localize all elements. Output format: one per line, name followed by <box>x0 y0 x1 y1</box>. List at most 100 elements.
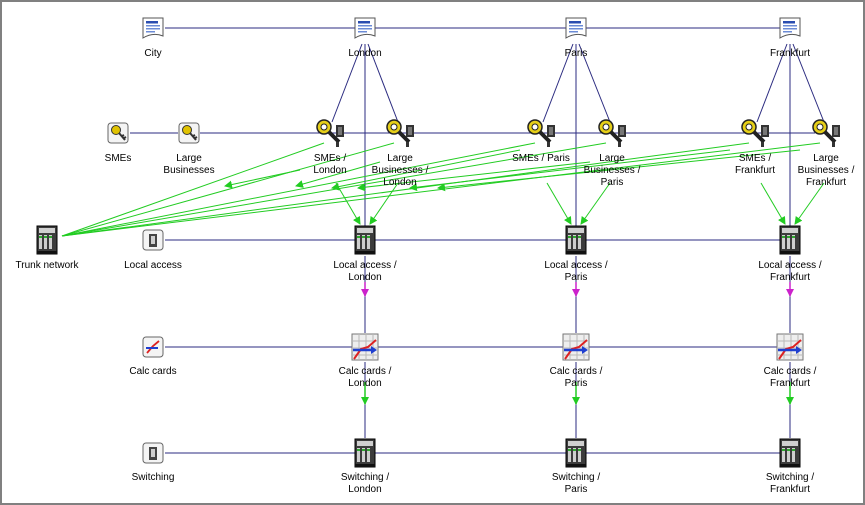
connector-line-38 <box>409 149 731 192</box>
node-label-line: Paris <box>564 484 588 495</box>
connector-line-24 <box>546 182 572 225</box>
node-label-line: Trunk network <box>15 260 79 271</box>
node-label-line: Frankfurt <box>734 165 776 176</box>
keys-icon[interactable] <box>597 118 628 149</box>
node-label-line: London <box>383 177 417 188</box>
node-label-trunk: Trunk network <box>16 260 79 272</box>
connector-line-22 <box>335 182 361 225</box>
node-label-line: Calc cards / <box>763 366 817 377</box>
node-label-line: Businesses / <box>583 165 641 176</box>
building-icon[interactable] <box>142 442 164 464</box>
node-label-smes: SMEs <box>105 153 132 165</box>
node-label-line: London <box>313 165 347 176</box>
node-label-line: Businesses / <box>797 165 855 176</box>
node-label-switch-fra: Switching /Frankfurt <box>766 472 814 496</box>
document-icon[interactable] <box>142 17 164 39</box>
key-icon[interactable] <box>107 122 129 144</box>
chart-small-icon[interactable] <box>142 336 164 358</box>
node-label-paris: Paris <box>565 48 588 60</box>
connector-line-26 <box>760 182 786 225</box>
node-label-line: Paris <box>564 272 588 283</box>
keys-icon[interactable] <box>315 118 346 149</box>
server-rack-icon[interactable] <box>779 438 801 468</box>
chart-icon[interactable] <box>775 332 805 362</box>
node-label-line: Calc cards <box>129 366 177 377</box>
node-label-smes-fra: SMEs /Frankfurt <box>735 153 775 177</box>
node-label-line: Frankfurt <box>769 378 811 389</box>
connector-line-14 <box>792 43 825 123</box>
node-label-local-par: Local access /Paris <box>544 260 607 284</box>
node-label-line: Frankfurt <box>805 177 847 188</box>
node-label-line: Frankfurt <box>769 48 811 59</box>
connector-line-23 <box>369 182 399 225</box>
node-label-line: London <box>348 272 382 283</box>
node-label-line: Switching / <box>551 472 601 483</box>
connector-line-8 <box>367 43 399 123</box>
node-label-line: Frankfurt <box>769 484 811 495</box>
server-rack-icon[interactable] <box>565 438 587 468</box>
node-label-line: Local access / <box>758 260 822 271</box>
node-label-frankfurt: Frankfurt <box>770 48 810 60</box>
server-rack-icon[interactable] <box>354 438 376 468</box>
node-label-line: Frankfurt <box>769 272 810 283</box>
connector-line-35 <box>295 161 381 188</box>
node-label-line: Local access <box>124 260 182 271</box>
chart-icon[interactable] <box>561 332 591 362</box>
node-label-line: SMEs / <box>738 153 772 164</box>
node-label-line: Paris <box>564 48 588 59</box>
node-label-switch-lon: Switching /London <box>341 472 389 496</box>
connector-line-13 <box>756 43 788 123</box>
building-icon[interactable] <box>142 229 164 251</box>
connector-line-10 <box>542 43 574 123</box>
node-label-line: Switching <box>131 472 175 483</box>
node-label-smes-lon: SMEs /London <box>313 153 346 177</box>
node-label-line: Businesses <box>163 165 215 176</box>
node-label-line: London <box>348 484 382 495</box>
key-icon[interactable] <box>178 122 200 144</box>
node-label-line: Local access / <box>333 260 397 271</box>
node-label-line: Large <box>599 153 625 164</box>
server-rack-icon[interactable] <box>36 225 58 255</box>
node-label-calc: Calc cards <box>129 366 176 378</box>
node-label-local: Local access <box>124 260 182 272</box>
keys-icon[interactable] <box>526 118 557 149</box>
connector-line-27 <box>794 182 825 225</box>
connector-line-7 <box>331 43 363 123</box>
document-icon[interactable] <box>779 17 801 39</box>
node-label-local-lon: Local access /London <box>333 260 396 284</box>
server-rack-icon[interactable] <box>354 225 376 255</box>
connector-line-25 <box>580 182 611 225</box>
keys-icon[interactable] <box>385 118 416 149</box>
node-label-local-fra: Local access /Frankfurt <box>758 260 821 284</box>
node-label-line: London <box>348 48 382 59</box>
node-label-line: City <box>144 48 162 59</box>
node-label-line: Large <box>813 153 839 164</box>
node-label-calc-lon: Calc cards /London <box>339 366 392 390</box>
node-label-city: City <box>144 48 161 60</box>
connector-line-30 <box>61 142 536 237</box>
node-label-line: Local access / <box>544 260 608 271</box>
connector-line-29 <box>61 142 395 237</box>
node-label-line: Calc cards / <box>549 366 603 377</box>
server-rack-icon[interactable] <box>779 225 801 255</box>
node-label-line: Calc cards / <box>338 366 392 377</box>
chart-icon[interactable] <box>350 332 380 362</box>
node-label-line: SMEs / Paris <box>512 153 570 164</box>
node-label-line: SMEs <box>104 153 132 164</box>
node-label-line: Switching / <box>765 472 815 483</box>
document-icon[interactable] <box>565 17 587 39</box>
node-label-switch: Switching <box>132 472 175 484</box>
document-icon[interactable] <box>354 17 376 39</box>
node-label-line: London <box>348 378 382 389</box>
node-label-calc-par: Calc cards /Paris <box>550 366 603 390</box>
node-label-line: Large <box>176 153 202 164</box>
node-label-london: London <box>348 48 381 60</box>
node-label-line: Businesses / <box>371 165 429 176</box>
server-rack-icon[interactable] <box>565 225 587 255</box>
